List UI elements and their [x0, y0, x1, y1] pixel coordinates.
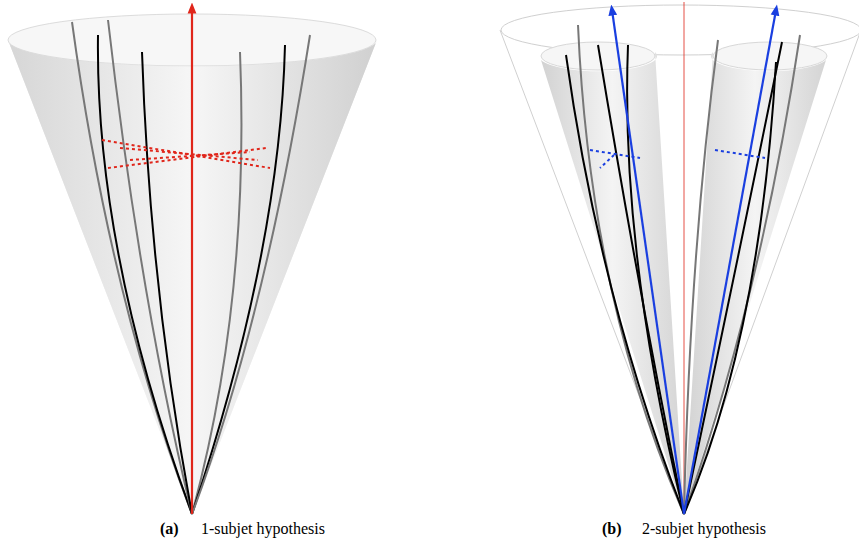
one-subjet-cone [8, 8, 377, 514]
caption-tag: (a) [160, 521, 179, 537]
two-subjet-cone [500, 2, 859, 514]
caption-tag: (b) [602, 521, 622, 537]
caption-text: 2-subjet hypothesis [642, 521, 766, 537]
cone-illustration [0, 0, 859, 515]
caption-text: 1-subjet hypothesis [201, 521, 325, 537]
